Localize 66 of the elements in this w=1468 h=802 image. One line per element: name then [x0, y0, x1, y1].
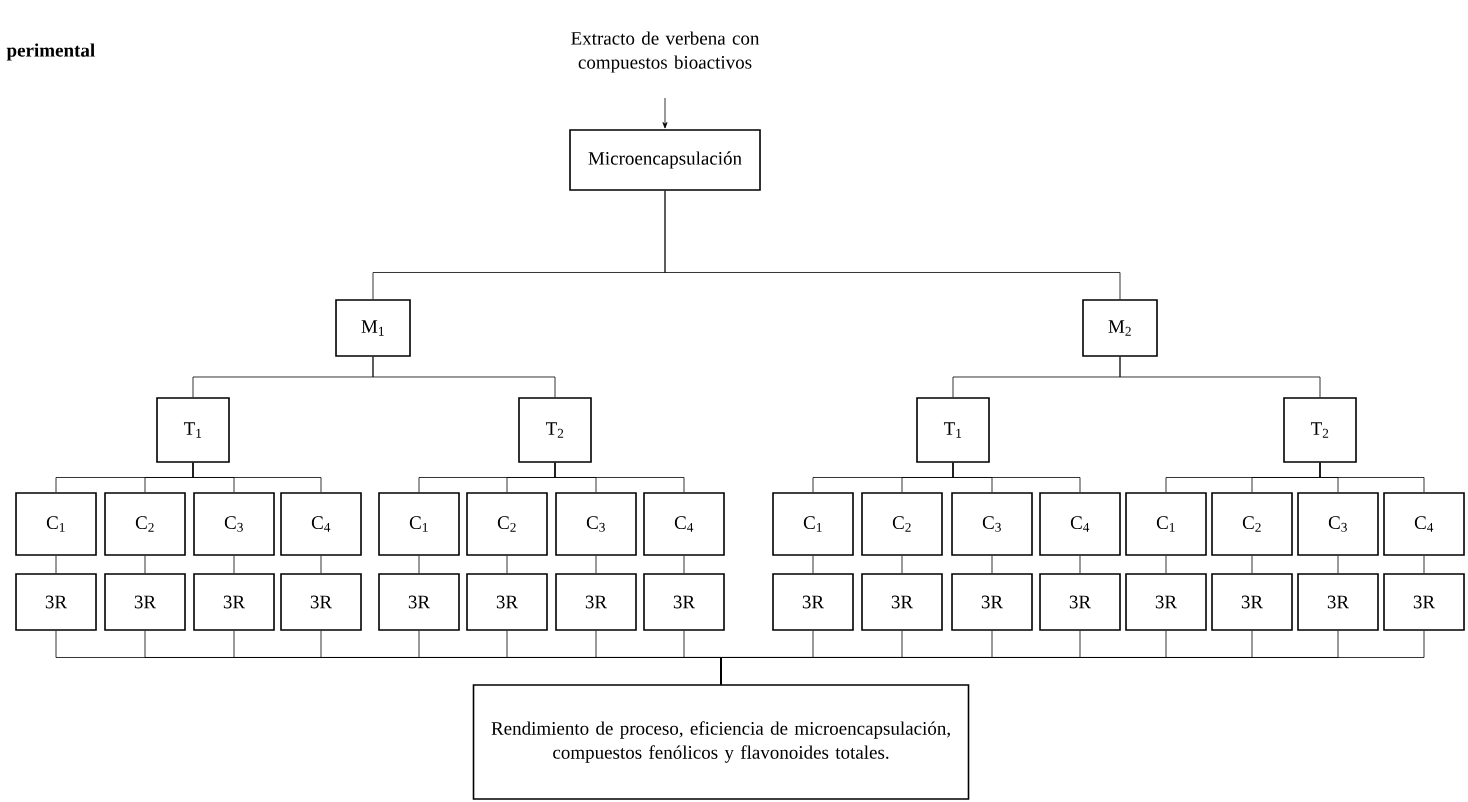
- connector-line: [372, 356, 556, 398]
- connector-line: [144, 555, 146, 574]
- connector-line: [506, 555, 508, 574]
- process-box: 3R: [951, 573, 1033, 631]
- process-box: C$_{3}$: [1297, 492, 1379, 556]
- connector-line: [1423, 555, 1425, 574]
- connector-line: [683, 555, 685, 574]
- process-box: M$_{1}$: [335, 299, 411, 357]
- process-box: T$_{1}$: [916, 397, 990, 463]
- connector-line: [1337, 555, 1339, 574]
- process-box: 3R: [772, 573, 854, 631]
- process-box: C$_{1}$: [772, 492, 854, 556]
- connector-line: [55, 555, 57, 574]
- process-box: C$_{2}$: [466, 492, 548, 556]
- process-box: C$_{1}$: [15, 492, 97, 556]
- connector-line: [192, 462, 322, 493]
- process-box: C$_{2}$: [104, 492, 186, 556]
- connector-line: [901, 555, 903, 574]
- connector-line: [664, 190, 1121, 300]
- process-box: 3R: [1297, 573, 1379, 631]
- process-box: C$_{4}$: [643, 492, 725, 556]
- process-box: 3R: [1039, 573, 1121, 631]
- process-box: 3R: [104, 573, 186, 631]
- process-box: C$_{4}$: [1383, 492, 1465, 556]
- process-box: C$_{1}$: [378, 492, 460, 556]
- process-box: Rendimiento de proceso, eficiencia de microencapsulación, compuestos fenólicos y flavonoides totales.: [472, 684, 970, 800]
- process-box: C$_{4}$: [280, 492, 362, 556]
- process-box: 3R: [466, 573, 548, 631]
- process-box: C$_{3}$: [193, 492, 275, 556]
- arrow: [662, 97, 668, 129]
- process-box: 3R: [1211, 573, 1293, 631]
- process-box: C$_{3}$: [555, 492, 637, 556]
- process-box: C$_{4}$: [1039, 492, 1121, 556]
- connector-line: [233, 555, 235, 574]
- connector-line: [320, 555, 322, 574]
- process-box: 3R: [378, 573, 460, 631]
- connector-line: [1319, 462, 1425, 493]
- process-box: T$_{2}$: [518, 397, 592, 463]
- connector-line: [595, 555, 597, 574]
- process-box: 3R: [861, 573, 943, 631]
- connector-line: [1079, 555, 1081, 574]
- process-box: 3R: [1125, 573, 1207, 631]
- connector-line: [554, 462, 685, 493]
- process-box: 3R: [193, 573, 275, 631]
- process-box: T$_{1}$: [156, 397, 230, 463]
- connector-line: [1251, 555, 1253, 574]
- process-box: 3R: [643, 573, 725, 631]
- input-text: Extracto de verbena con compuestos bioactivos: [571, 31, 760, 73]
- connector-line: [1119, 356, 1321, 398]
- process-box: C$_{2}$: [861, 492, 943, 556]
- connector-line: [1165, 555, 1167, 574]
- process-box: Microencapsulación: [569, 129, 761, 191]
- connector-line: [418, 555, 420, 574]
- process-box: T$_{2}$: [1283, 397, 1357, 463]
- process-box: 3R: [280, 573, 362, 631]
- process-box: 3R: [555, 573, 637, 631]
- process-box: C$_{3}$: [951, 492, 1033, 556]
- connector-line: [952, 462, 1081, 493]
- heading: perimental: [6, 43, 95, 61]
- process-box: C$_{1}$: [1125, 492, 1207, 556]
- process-box: 3R: [15, 573, 97, 631]
- connector-line: [991, 555, 993, 574]
- process-box: M$_{2}$: [1082, 299, 1158, 357]
- process-box: C$_{2}$: [1211, 492, 1293, 556]
- connector-line: [812, 555, 814, 574]
- process-box: 3R: [1383, 573, 1465, 631]
